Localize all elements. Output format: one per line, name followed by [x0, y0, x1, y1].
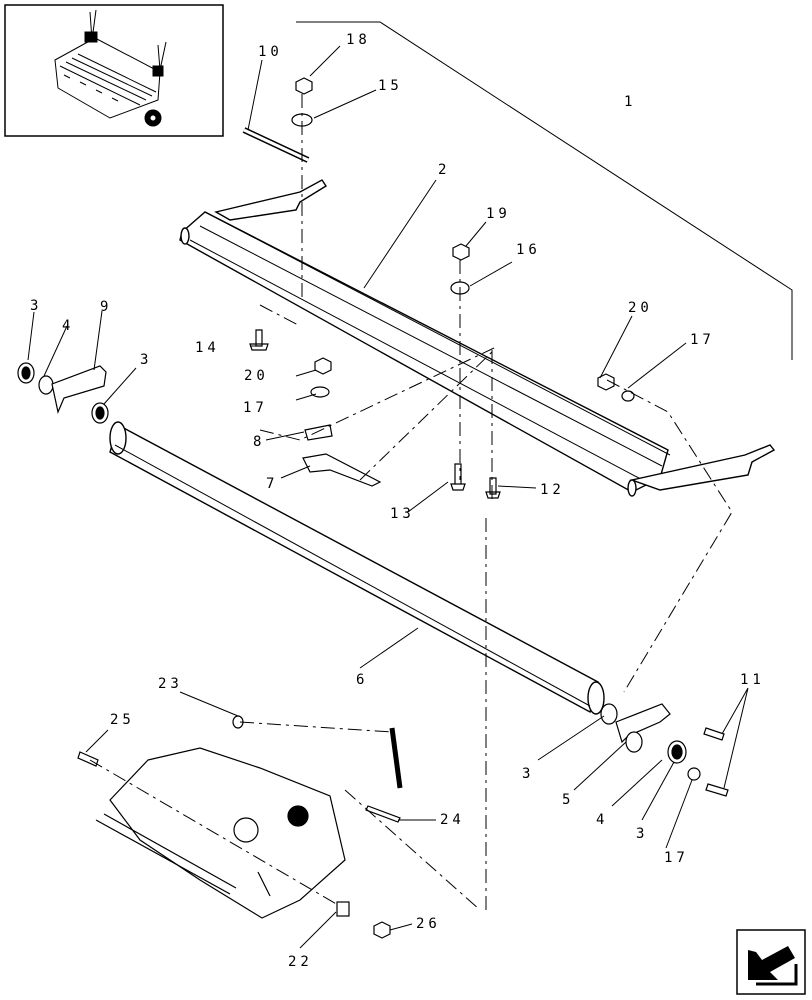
callout-6: 6 — [356, 672, 368, 688]
callout-5: 5 — [562, 792, 574, 808]
callout-22: 22 — [288, 954, 313, 970]
callout-9: 9 — [100, 299, 112, 315]
callout-23: 23 — [158, 676, 183, 692]
callout-7: 7 — [266, 476, 278, 492]
callout-26: 26 — [416, 916, 441, 932]
callout-13: 13 — [390, 506, 415, 522]
callout-labels: 1 2 3 3 3 3 4 4 5 6 7 8 9 10 11 12 13 14… — [30, 32, 765, 970]
callout-12: 12 — [540, 482, 565, 498]
callout-3: 3 — [636, 826, 648, 842]
callout-15: 15 — [378, 78, 403, 94]
roller-tube — [109, 421, 605, 715]
callout-1: 1 — [624, 94, 636, 110]
chain-top — [242, 127, 310, 163]
callout-14: 14 — [195, 340, 220, 356]
frame-bar — [179, 179, 776, 497]
callout-17: 17 — [664, 850, 689, 866]
callout-3: 3 — [140, 352, 152, 368]
callout-24: 24 — [440, 812, 465, 828]
callout-25: 25 — [110, 712, 135, 728]
callout-2: 2 — [438, 162, 450, 178]
alignment-lines — [89, 94, 733, 911]
callout-3: 3 — [522, 766, 534, 782]
callout-19: 19 — [486, 206, 511, 222]
callout-8: 8 — [253, 434, 265, 450]
callout-17: 17 — [690, 332, 715, 348]
callout-17: 17 — [243, 400, 268, 416]
callout-18: 18 — [346, 32, 371, 48]
bottom-assembly — [77, 715, 403, 939]
callout-10: 10 — [258, 44, 283, 60]
back-arrow-icon[interactable] — [736, 929, 806, 995]
callout-16: 16 — [516, 242, 541, 258]
callout-4: 4 — [596, 812, 608, 828]
machine-thumbnail-icon — [4, 4, 224, 137]
callout-20: 20 — [244, 368, 269, 384]
callout-4: 4 — [62, 318, 74, 334]
callout-20: 20 — [628, 300, 653, 316]
callout-3: 3 — [30, 298, 42, 314]
callout-11: 11 — [740, 672, 765, 688]
